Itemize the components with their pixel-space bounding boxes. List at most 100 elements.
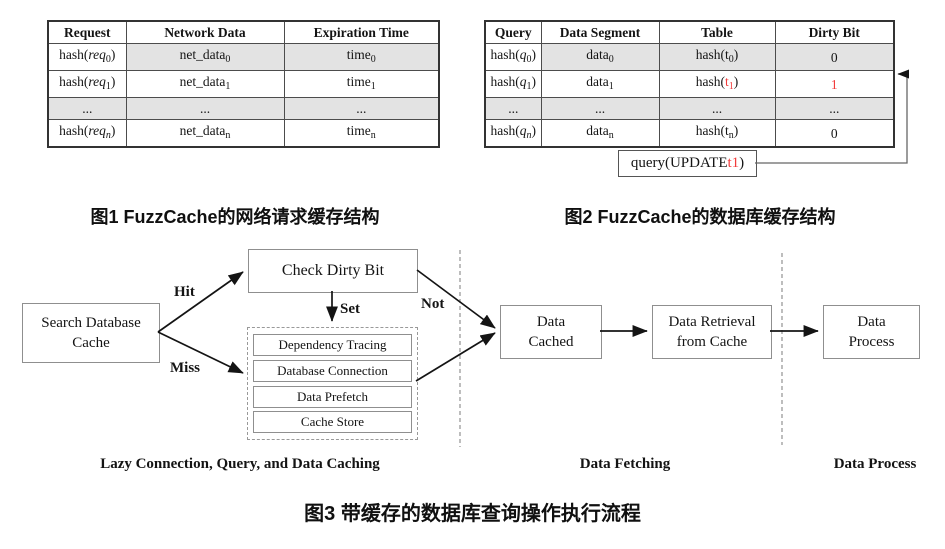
cell-text: n: [608, 130, 614, 141]
figure1-caption: 图1 FuzzCache的网络请求缓存结构: [90, 207, 380, 227]
cell-text: q: [519, 47, 527, 62]
column-header: Network Data: [125, 20, 285, 44]
cell-text: ...: [594, 101, 606, 116]
table-cell: net_data0: [125, 43, 285, 71]
cell-text: net_data: [179, 123, 226, 138]
cell-text: ): [733, 123, 739, 138]
cell-text: hash(: [490, 74, 520, 89]
cell-text: net_data: [179, 47, 226, 62]
cell-text: hash(t: [695, 123, 729, 138]
cell-text: 0: [370, 54, 376, 65]
cell-text: 1: [370, 81, 376, 92]
cell-text: data: [586, 47, 609, 62]
cell-text: data: [586, 74, 609, 89]
table-cell: net_data1: [125, 70, 285, 98]
flow-box-check-dirty-bit: Check Dirty Bit: [248, 249, 418, 293]
cell-text: ...: [82, 101, 93, 116]
table-cell: 0: [774, 119, 895, 148]
cell-text: 0: [830, 49, 838, 65]
table-row: .........: [47, 97, 440, 120]
table-cell: hash(reqn): [47, 119, 127, 148]
table-cell: ...: [47, 97, 127, 120]
edge-label-miss: Miss: [170, 360, 200, 376]
cell-text: t: [724, 74, 729, 89]
cell-text: n: [225, 130, 231, 141]
edge-label-not: Not: [421, 296, 445, 312]
flow-box-data-retrieval: Data Retrieval from Cache: [652, 305, 772, 359]
cell-text: ...: [829, 101, 840, 116]
hit-arrow: [157, 271, 244, 333]
cell-text: hash(t: [695, 47, 729, 62]
table-cell: hash(req1): [47, 70, 127, 98]
query-text-close: ): [739, 155, 745, 171]
step-cache-store: Cache Store: [253, 411, 412, 433]
cell-text: n: [105, 130, 111, 141]
cell-text: net_data: [179, 74, 226, 89]
cell-text: 1: [830, 76, 838, 92]
cell-text: 0: [728, 54, 734, 65]
table-cell: 1: [774, 70, 895, 98]
flow-box-data-cached: Data Cached: [500, 305, 602, 359]
cell-text: ): [110, 123, 116, 138]
cell-text: time: [346, 74, 371, 89]
table-cell: hash(t0): [658, 43, 776, 71]
table-cell: ...: [283, 97, 440, 120]
table-cell: hash(req0): [47, 43, 127, 71]
query-red-table-ref: t1: [727, 155, 740, 171]
cell-text: ): [733, 74, 739, 89]
cell-text: 0: [105, 54, 111, 65]
flow-box-search-database-cache: Search Database Cache: [22, 303, 160, 363]
cell-text: hash(: [490, 123, 520, 138]
edge-label-hit: Hit: [174, 284, 195, 300]
table-cell: hash(q1): [484, 70, 542, 98]
cell-text: hash(: [59, 74, 89, 89]
table-cell: ...: [484, 97, 542, 120]
cell-text: data: [586, 123, 609, 138]
table-cell: ...: [774, 97, 895, 120]
cell-text: ): [531, 74, 537, 89]
phase-label-lazy-caching: Lazy Connection, Query, and Data Caching: [100, 456, 380, 472]
cell-text: 1: [608, 81, 614, 92]
table-cell: ...: [125, 97, 285, 120]
table-cell: timen: [283, 119, 440, 148]
table-cell: datan: [540, 119, 660, 148]
cell-text: 0: [526, 54, 532, 65]
table-cell: time1: [283, 70, 440, 98]
figure3-caption: 图3 带缓存的数据库查询操作执行流程: [304, 503, 641, 525]
cell-text: hash(: [59, 123, 89, 138]
flow-box-data-process: Data Process: [823, 305, 920, 359]
table-cell: net_datan: [125, 119, 285, 148]
table-cell: hash(tn): [658, 119, 776, 148]
table-cell: time0: [283, 43, 440, 71]
cell-text: n: [526, 130, 532, 141]
column-header: Table: [658, 20, 776, 44]
table-cell: data0: [540, 43, 660, 71]
table-cell: ...: [658, 97, 776, 120]
step-database-connection: Database Connection: [253, 360, 412, 382]
table-cell: ...: [540, 97, 660, 120]
column-header: Query: [484, 20, 542, 44]
update-query-box: query(UPDATE t1): [618, 150, 757, 177]
column-header: Data Segment: [540, 20, 660, 44]
cell-text: req: [88, 47, 106, 62]
table-cell: hash(qn): [484, 119, 542, 148]
table-row: ............: [484, 97, 895, 120]
cell-text: ): [110, 47, 116, 62]
phase-label-data-fetching: Data Fetching: [579, 456, 671, 472]
step-dependency-tracing: Dependency Tracing: [253, 334, 412, 356]
cell-text: hash(: [490, 47, 520, 62]
query-text: query(UPDATE: [630, 155, 728, 171]
column-header: Expiration Time: [283, 20, 440, 44]
cell-text: ): [110, 74, 116, 89]
edge-label-set: Set: [340, 301, 360, 317]
cell-text: 0: [608, 54, 614, 65]
figure2-caption: 图2 FuzzCache的数据库缓存结构: [564, 207, 836, 227]
cell-text: n: [370, 130, 376, 141]
column-header: Request: [47, 20, 127, 44]
